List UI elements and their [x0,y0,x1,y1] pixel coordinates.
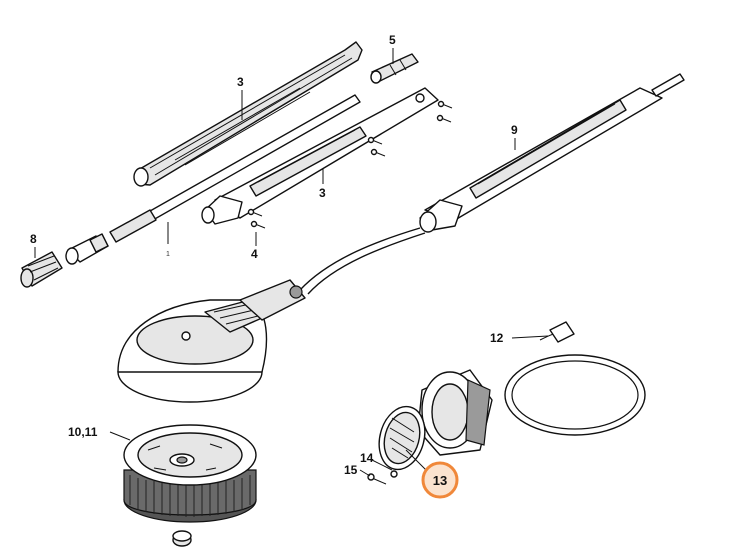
callout-5: 5 [389,33,396,47]
callout-1: 1 [166,251,170,258]
callout-8: 8 [30,232,37,246]
screws-part-4[interactable] [247,100,453,229]
brush-part-10-11[interactable] [123,424,257,547]
lance-rod[interactable] [109,94,361,243]
extension-handle-upper[interactable] [133,41,363,187]
lance-part-9[interactable] [299,73,685,295]
callout-4: 4 [251,247,258,261]
callout-3-upper: 3 [237,75,244,89]
connector-part-5[interactable] [370,53,419,84]
callout-14: 14 [360,451,374,465]
callout-10-11: 10,11 [68,425,98,439]
screw-part-15[interactable] [367,473,387,485]
callout-12: 12 [490,331,504,345]
callout-13: 13 [433,473,447,488]
callout-9: 9 [511,123,518,137]
leader-lines [34,48,549,477]
hose-part-12[interactable] [504,321,646,436]
filter-screen-part-14[interactable] [372,401,431,478]
callout-labels: 3 5 9 3 8 4 1 12 10,11 14 15 [30,33,518,477]
callout-15: 15 [344,463,358,477]
extension-handle-lower[interactable] [201,87,439,225]
callout-3-lower: 3 [319,186,326,200]
nozzle-part-8[interactable] [20,251,63,288]
brush-head[interactable] [117,279,306,403]
filter-housing-part-13[interactable] [417,369,493,456]
highlight-badge-13[interactable]: 13 [421,461,459,499]
nozzle-adapter[interactable] [65,233,109,265]
